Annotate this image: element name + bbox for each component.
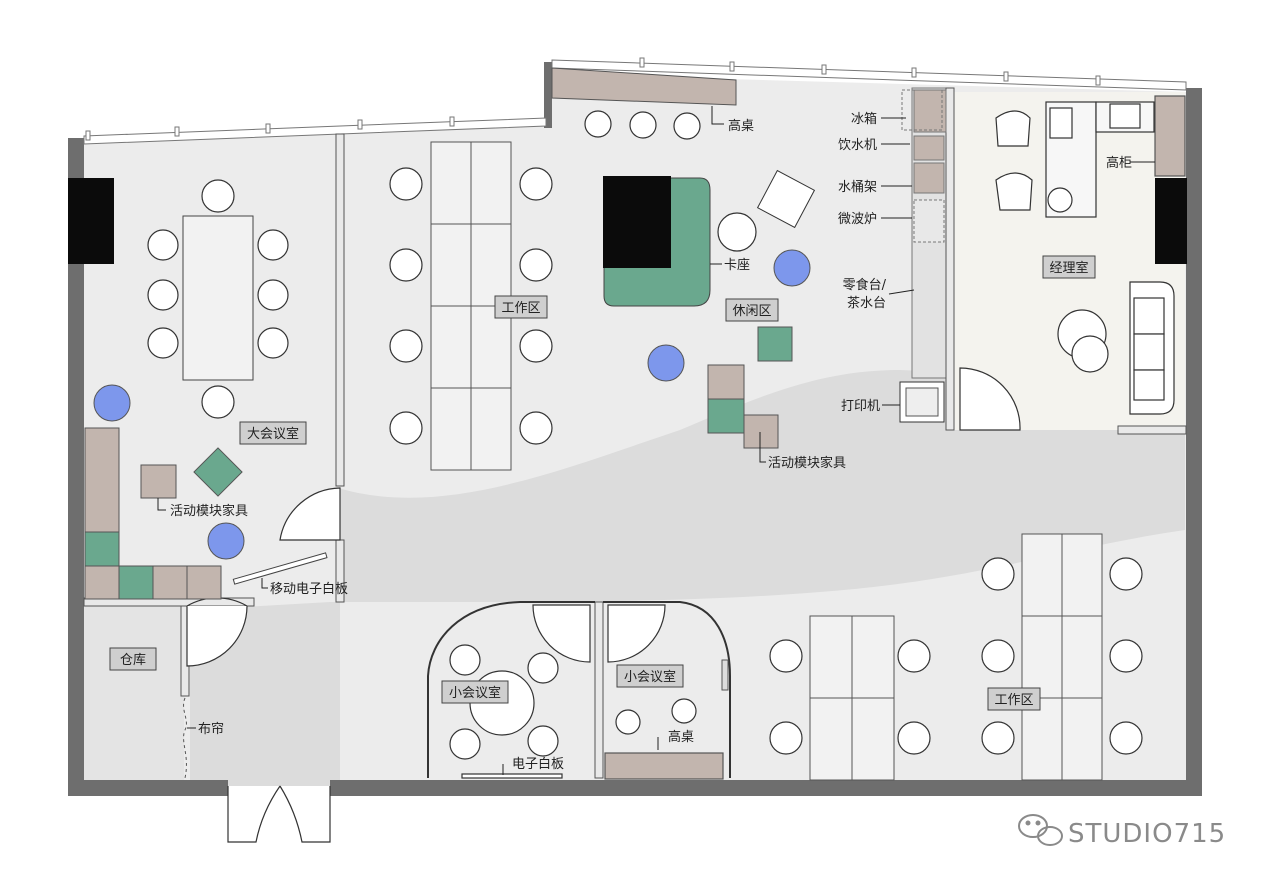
sofa-taupe-2 bbox=[152, 565, 188, 600]
svg-text:仓库: 仓库 bbox=[120, 652, 146, 668]
door-small-left bbox=[532, 604, 591, 663]
anno-high-table-top: 高桌 bbox=[728, 118, 754, 134]
label-manager-office: 经理室 bbox=[1042, 255, 1096, 279]
svg-text:小会议室: 小会议室 bbox=[624, 669, 676, 685]
leader-lines bbox=[157, 106, 1155, 775]
anno-modular-left: 活动模块家具 bbox=[170, 503, 248, 519]
sofa-taupe-1 bbox=[84, 565, 120, 600]
anno-bucket-rack: 水桶架 bbox=[838, 180, 877, 195]
watermark: STUDIO715 bbox=[1018, 814, 1226, 849]
high-table-top bbox=[551, 67, 737, 106]
anno-printer: 打印机 bbox=[841, 399, 880, 414]
small-room-right-glass bbox=[721, 659, 729, 691]
label-work-area-top: 工作区 bbox=[494, 295, 548, 319]
sofa-back bbox=[84, 427, 120, 533]
wall-right bbox=[1186, 88, 1202, 796]
curtain-line bbox=[183, 697, 187, 779]
black-panel-right bbox=[1155, 178, 1187, 264]
taupe-cube bbox=[140, 464, 177, 499]
high-cabinet-shape bbox=[1154, 95, 1186, 177]
door-storage-arc bbox=[186, 605, 248, 667]
partition-big-room bbox=[335, 133, 345, 487]
blue-stool bbox=[773, 249, 811, 287]
blue-stool bbox=[647, 344, 685, 382]
partition-manager-bottom bbox=[1117, 425, 1187, 435]
green-cube bbox=[193, 447, 243, 497]
black-panel-left bbox=[68, 178, 114, 264]
wall-left bbox=[68, 138, 84, 794]
room-labels: 大会议室 工作区 休闲区 经理室 仓库 小会议室 小会议室 工作区 bbox=[109, 255, 1096, 711]
sofa-green-2 bbox=[118, 565, 154, 600]
high-table-bottom-shape bbox=[604, 752, 724, 780]
work-area-bottom-furniture bbox=[769, 533, 1143, 781]
small-room-right-wall bbox=[603, 601, 731, 778]
mobile-whiteboard-shape bbox=[232, 552, 328, 585]
window-top-left bbox=[83, 117, 547, 145]
label-work-area-bottom: 工作区 bbox=[987, 687, 1041, 711]
lounge-chair bbox=[756, 169, 816, 229]
storage-floor bbox=[84, 605, 184, 785]
booth-black bbox=[603, 176, 671, 268]
partition-manager-left bbox=[945, 87, 955, 431]
partition-small-rooms bbox=[594, 601, 604, 779]
anno-booth-seat: 卡座 bbox=[724, 258, 750, 273]
sofa-taupe-3 bbox=[186, 565, 222, 600]
svg-text:休闲区: 休闲区 bbox=[732, 304, 771, 319]
window-top-right bbox=[551, 59, 1187, 91]
windows bbox=[83, 57, 1187, 145]
wall-bottom-left bbox=[68, 780, 228, 796]
anno-high-cabinet: 高柜 bbox=[1106, 155, 1132, 171]
svg-text:小会议室: 小会议室 bbox=[449, 685, 501, 701]
wechat-icon bbox=[1018, 814, 1063, 846]
annotations: 高桌 冰箱 饮水机 水桶架 微波炉 零食台/ 茶水台 卡座 打印机 活动模块家具… bbox=[170, 111, 1132, 772]
work-area-top-furniture bbox=[389, 141, 553, 471]
label-big-meeting-room: 大会议室 bbox=[239, 421, 307, 445]
svg-text:大会议室: 大会议室 bbox=[247, 426, 299, 442]
anno-fridge: 冰箱 bbox=[851, 111, 877, 127]
sofa-green-1 bbox=[84, 531, 120, 567]
anno-water-dispenser: 饮水机 bbox=[838, 138, 877, 153]
doors bbox=[186, 367, 1021, 843]
door-small-right bbox=[607, 604, 666, 663]
lounge-furniture bbox=[551, 67, 816, 449]
partitions bbox=[83, 87, 1187, 779]
label-lounge-area: 休闲区 bbox=[725, 298, 779, 322]
watermark-text: STUDIO715 bbox=[1068, 819, 1226, 849]
door-manager bbox=[959, 367, 1021, 431]
label-storage: 仓库 bbox=[109, 647, 157, 671]
meeting-table bbox=[182, 215, 254, 381]
label-small-meeting-room-left: 小会议室 bbox=[441, 680, 509, 704]
main-floor bbox=[80, 74, 1188, 788]
green-cube bbox=[757, 326, 793, 362]
anno-high-table-bottom: 高桌 bbox=[668, 729, 694, 745]
big-meeting-room-furniture bbox=[84, 179, 328, 600]
svg-text:经理室: 经理室 bbox=[1049, 260, 1088, 276]
entrance-door-right bbox=[279, 785, 331, 843]
walls bbox=[68, 62, 1202, 796]
blue-stool bbox=[207, 522, 245, 560]
wall-bottom-right bbox=[330, 780, 1202, 796]
anno-modular-right: 活动模块家具 bbox=[768, 455, 846, 471]
blue-stool bbox=[93, 384, 131, 422]
corridor-floor bbox=[190, 370, 1185, 788]
anno-curtain: 布帘 bbox=[198, 721, 224, 737]
anno-microwave: 微波炉 bbox=[838, 212, 877, 227]
svg-text:工作区: 工作区 bbox=[994, 693, 1033, 708]
small-room-left-wall bbox=[427, 601, 595, 778]
anno-mobile-whiteboard: 移动电子白板 bbox=[270, 581, 348, 597]
pantry-appliances bbox=[899, 89, 947, 423]
wall-step bbox=[544, 62, 552, 128]
anno-snack-counter-2: 茶水台 bbox=[847, 295, 886, 311]
door-big-room bbox=[279, 487, 341, 541]
anno-snack-counter-1: 零食台/ bbox=[843, 277, 887, 293]
manager-office-furniture bbox=[995, 95, 1186, 415]
svg-text:工作区: 工作区 bbox=[501, 301, 540, 316]
label-small-meeting-room-right: 小会议室 bbox=[616, 664, 684, 688]
anno-e-whiteboard: 电子白板 bbox=[512, 756, 564, 772]
entrance-door-left bbox=[227, 785, 281, 843]
